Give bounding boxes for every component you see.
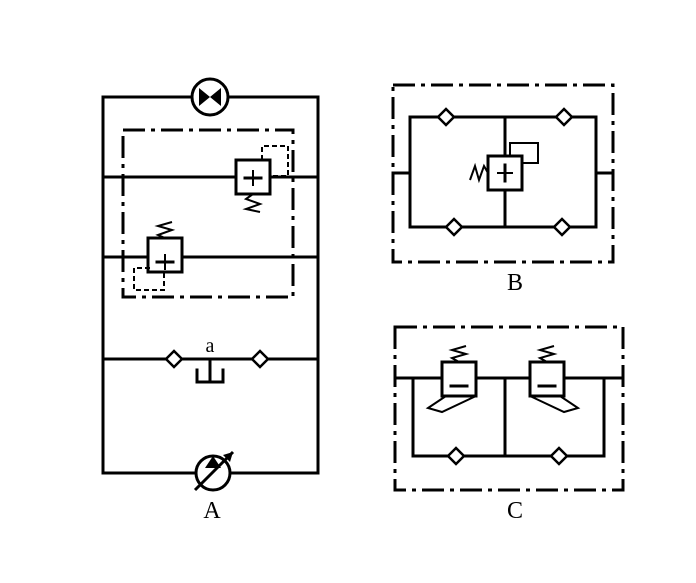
label-c: C [507, 498, 523, 524]
check-valve-icon [554, 107, 574, 127]
circuit-a-outer-loop [101, 95, 320, 475]
circuit-a-valve-block [121, 128, 295, 299]
check-valve-icon [250, 349, 270, 369]
check-valve-icon [444, 217, 464, 237]
relief-valve-icon [425, 345, 478, 414]
relief-valve-icon [469, 142, 539, 192]
circuit-c-block [393, 325, 625, 492]
port-a-label: a [206, 335, 215, 357]
check-valve-icon [549, 446, 569, 466]
label-b: B [507, 270, 523, 296]
tank-icon [195, 357, 225, 384]
circuit-c: C [393, 325, 625, 524]
circuit-a: A a [101, 77, 320, 524]
check-valve-icon [164, 349, 184, 369]
relief-valve-icon [133, 221, 184, 291]
check-valve-icon [446, 446, 466, 466]
label-a: A [203, 498, 221, 524]
relief-valve-icon [528, 345, 581, 414]
check-valve-icon [436, 107, 456, 127]
variable-pump-icon [193, 450, 235, 492]
check-valve-icon [552, 217, 572, 237]
hydraulic-motor-icon [190, 77, 230, 117]
circuit-b-bridge [408, 115, 598, 229]
relief-valve-icon [234, 145, 289, 213]
circuit-b: B [391, 83, 615, 296]
